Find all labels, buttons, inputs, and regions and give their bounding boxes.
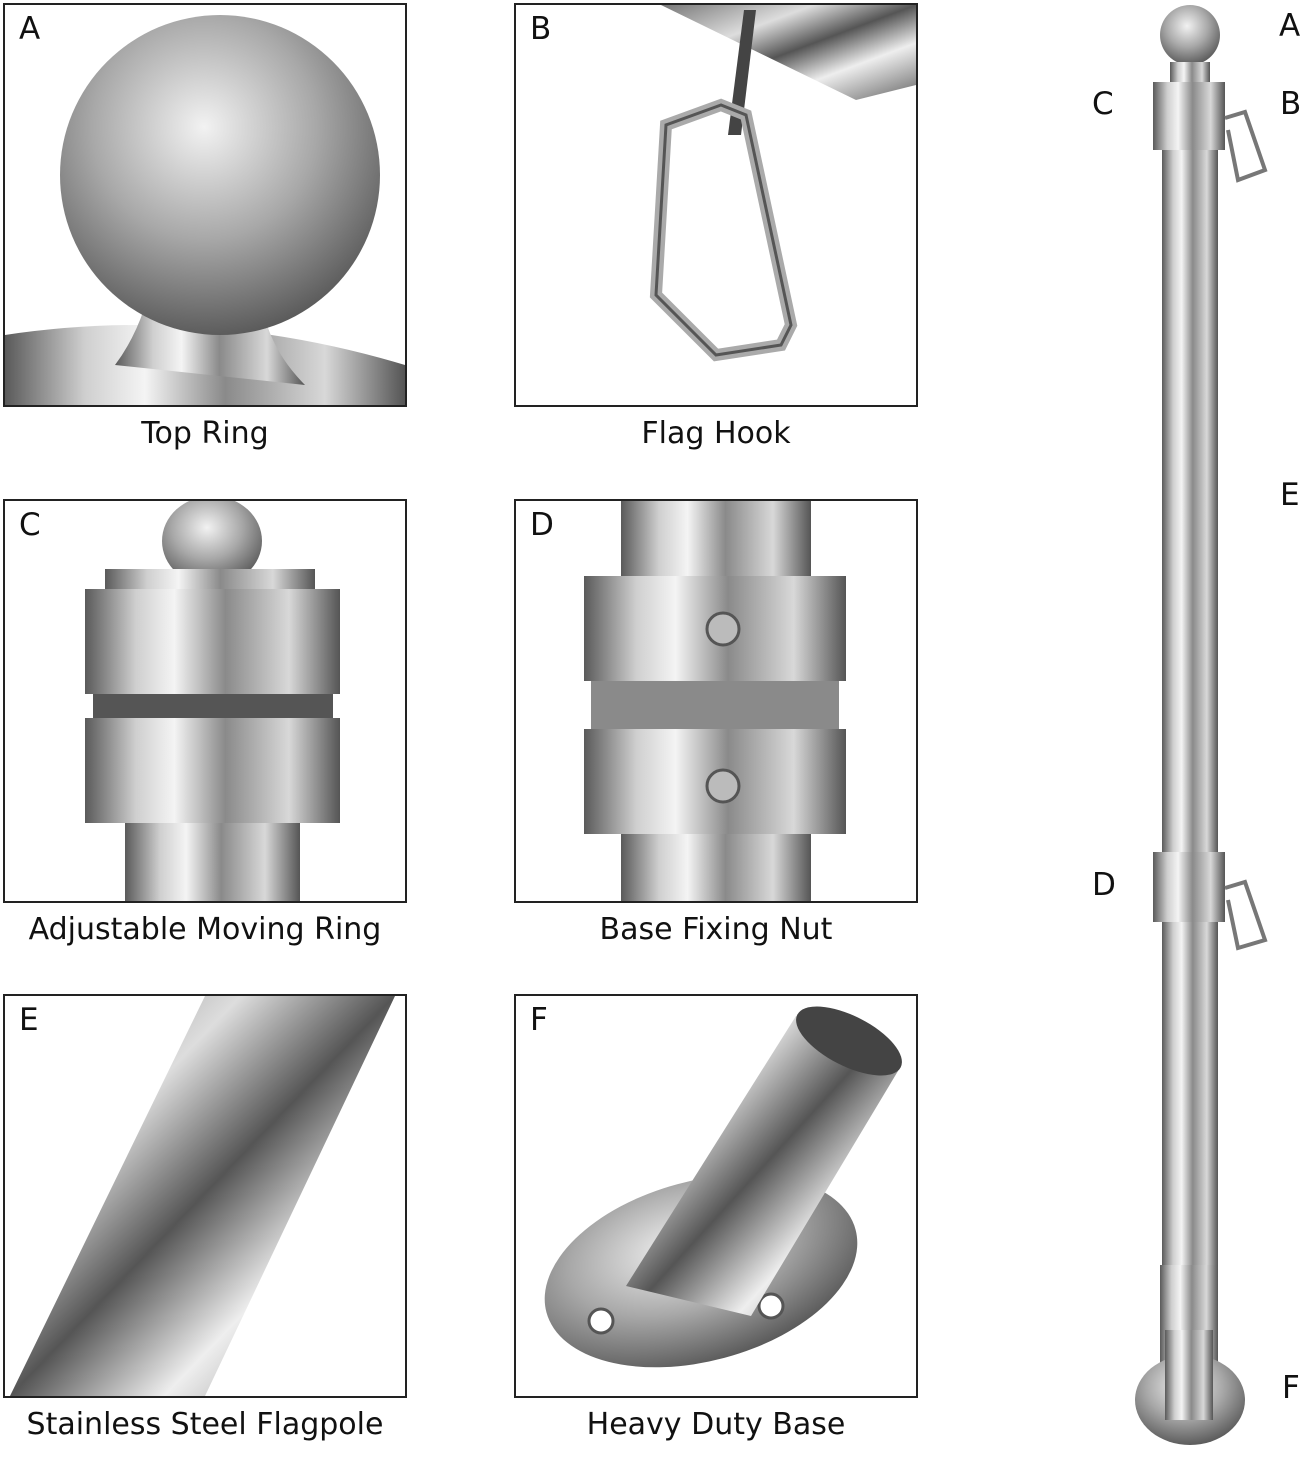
flag-hook-image bbox=[649, 5, 916, 362]
heavy-duty-base-image bbox=[544, 1006, 902, 1368]
caption-base-fixing-nut: Base Fixing Nut bbox=[599, 912, 833, 947]
panel-letter: B bbox=[530, 11, 552, 47]
panel-flagpole: E bbox=[3, 994, 407, 1398]
caption-top-ring: Top Ring bbox=[141, 416, 269, 451]
pole-label-f: F bbox=[1282, 1370, 1300, 1406]
pole-label-b: B bbox=[1280, 86, 1302, 122]
panel-letter: A bbox=[19, 11, 41, 47]
panel-letter: F bbox=[530, 1002, 548, 1038]
panel-base-fixing-nut: D bbox=[514, 499, 918, 903]
pole-label-c: C bbox=[1092, 86, 1114, 122]
flagpole-image bbox=[10, 996, 395, 1396]
caption-flag-hook: Flag Hook bbox=[641, 416, 791, 451]
pole-label-d: D bbox=[1092, 867, 1116, 903]
top-ring-image bbox=[5, 15, 405, 405]
panel-heavy-duty-base: F bbox=[514, 994, 918, 1398]
panel-letter: C bbox=[19, 507, 41, 543]
caption-moving-ring: Adjustable Moving Ring bbox=[28, 912, 382, 947]
panel-moving-ring: C bbox=[3, 499, 407, 903]
moving-ring-image bbox=[85, 501, 340, 901]
caption-heavy-duty-base: Heavy Duty Base bbox=[586, 1407, 846, 1442]
caption-flagpole: Stainless Steel Flagpole bbox=[26, 1407, 384, 1442]
pole-label-e: E bbox=[1280, 477, 1300, 513]
panel-letter: D bbox=[530, 507, 554, 543]
base-fixing-nut-image bbox=[584, 501, 846, 901]
pole-label-a: A bbox=[1279, 8, 1301, 44]
panel-top-ring: A bbox=[3, 3, 407, 407]
panel-flag-hook: B bbox=[514, 3, 918, 407]
flagpole-assembly-illustration bbox=[1135, 5, 1268, 1445]
panel-letter: E bbox=[19, 1002, 39, 1038]
